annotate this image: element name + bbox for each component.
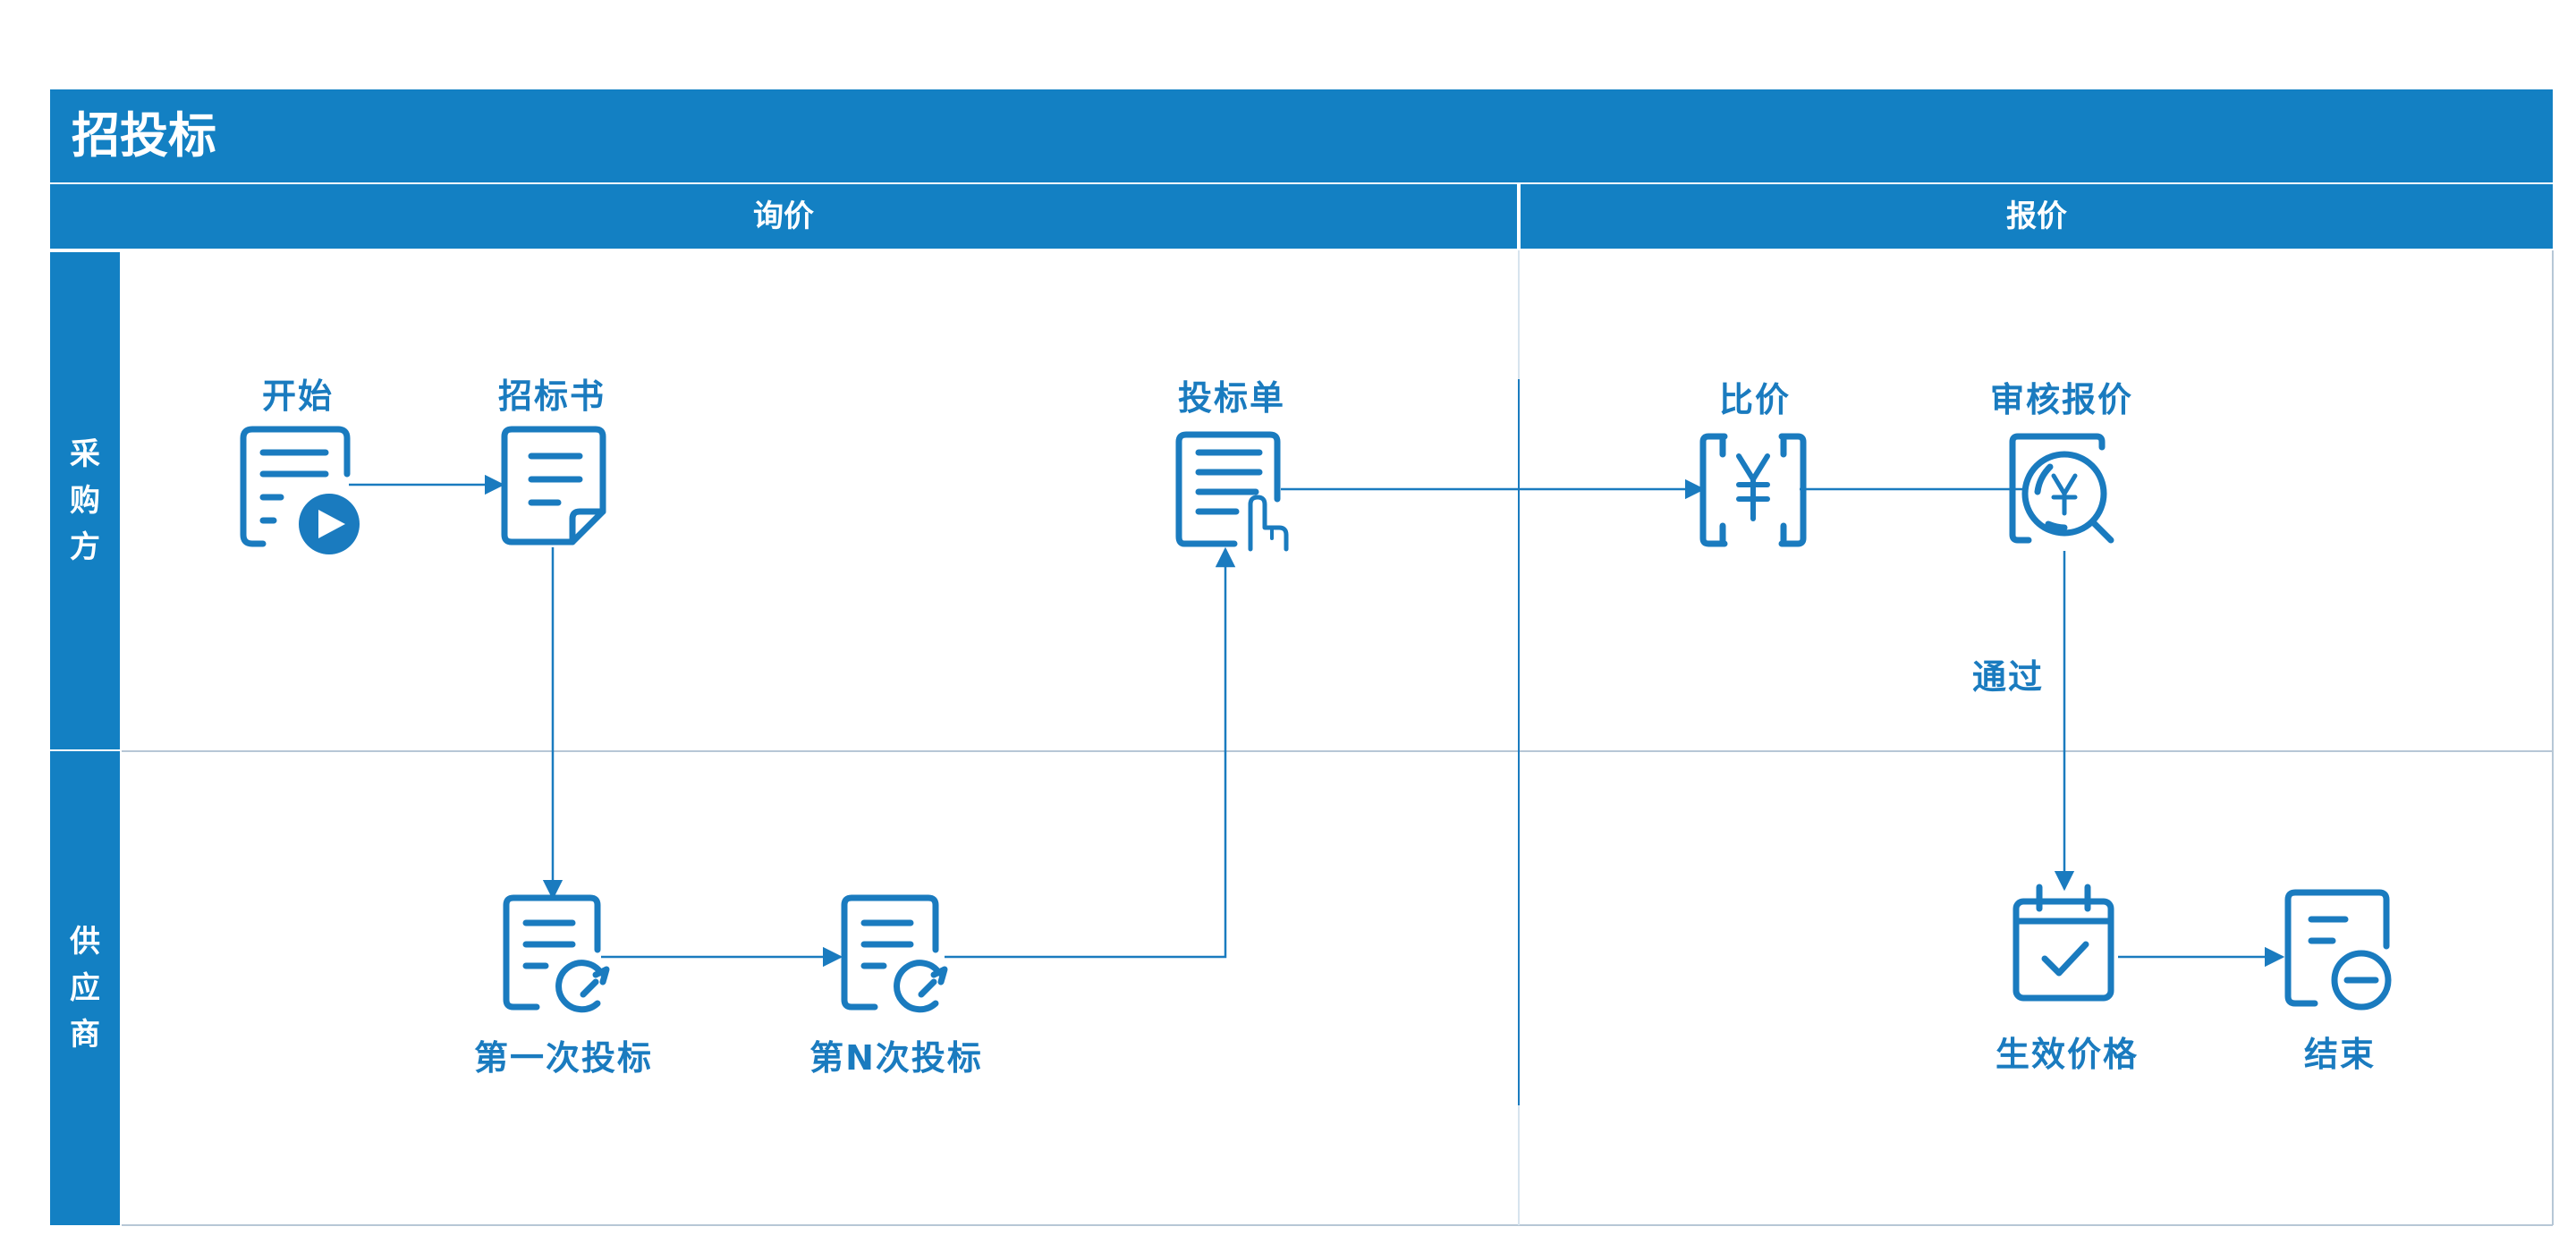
node-label-tender-doc: 招标书 (497, 376, 606, 416)
document-minus-icon (2284, 889, 2392, 1011)
node-label-end: 结束 (2303, 1035, 2377, 1074)
node-label-compare: 比价 (1718, 380, 1792, 419)
node-label-bid-form: 投标单 (1177, 378, 1286, 418)
edge-label-pass: 通过 (1971, 657, 2045, 697)
node-label-first-bid: 第一次投标 (473, 1038, 654, 1078)
node-label-nth-bid: 第N次投标 (809, 1038, 983, 1078)
diagram-title: 招投标 (72, 107, 216, 164)
yuan-search-icon (2009, 433, 2114, 544)
lane-header-supplier: 供应商 (50, 751, 120, 1225)
lane-header-buyer: 采购方 (50, 252, 120, 749)
column-header-quote: 报价 (1521, 184, 2553, 249)
connectors (349, 474, 2285, 968)
document-play-icon (240, 426, 360, 554)
title-bar (50, 89, 2553, 182)
column-header-inquiry: 询价 (50, 184, 1517, 249)
node-label-review: 审核报价 (1989, 380, 2134, 419)
edge-nthbid-bidform (945, 546, 1236, 959)
calendar-check-icon (2012, 884, 2114, 1002)
document-refresh-icon (841, 894, 948, 1013)
node-label-effective-price: 生效价格 (1995, 1035, 2140, 1074)
document-hand-icon (1175, 431, 1289, 552)
document-refresh-icon (503, 894, 610, 1013)
document-icon (501, 426, 606, 546)
node-label-start: 开始 (261, 376, 335, 416)
yuan-bracket-icon (1699, 433, 1807, 547)
